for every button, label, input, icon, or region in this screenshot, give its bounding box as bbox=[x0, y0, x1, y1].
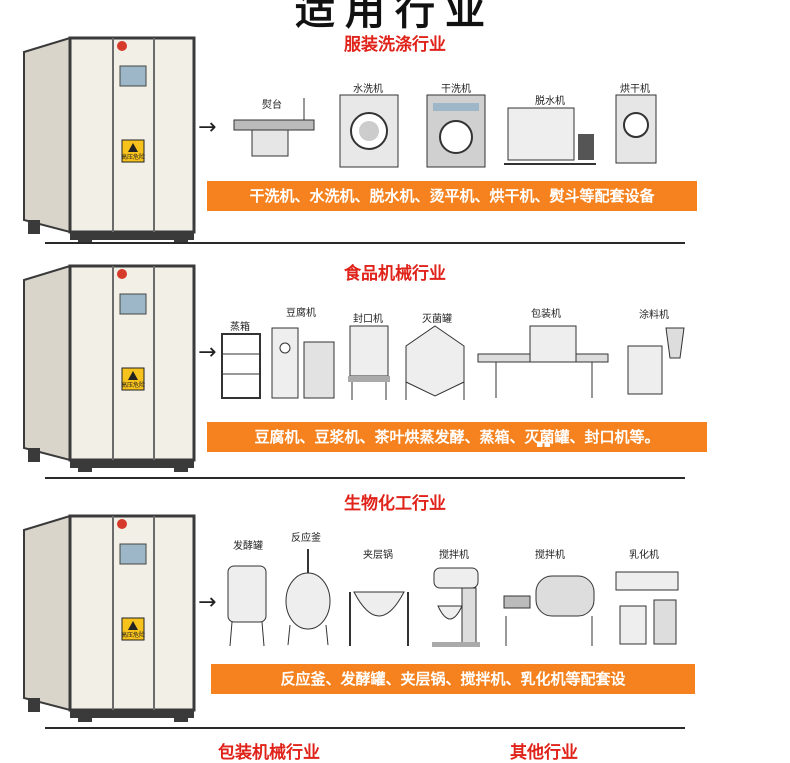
arrow-right-icon: → bbox=[198, 340, 217, 365]
machine-label: 水洗机 bbox=[353, 84, 383, 95]
industry-band-biochem: 反应釜、发酵罐、夹层锅、搅拌机、乳化机等配套设 bbox=[211, 664, 695, 694]
sealing-machine-illustration bbox=[346, 322, 392, 402]
machine-label: 脱水机 bbox=[535, 96, 565, 107]
section-divider bbox=[45, 242, 685, 244]
boiler-cabinet-1: 高压危险 bbox=[18, 30, 198, 245]
section-title-packaging: 包装机械行业 bbox=[218, 743, 320, 763]
machine-label: 反应釜 bbox=[291, 533, 321, 544]
coating-machine-illustration bbox=[624, 318, 688, 402]
spin-dryer-illustration bbox=[500, 104, 600, 170]
machine-label: 包装机 bbox=[531, 309, 561, 320]
section-title-food: 食品机械行业 bbox=[344, 264, 446, 284]
packing-machine-illustration bbox=[476, 318, 610, 402]
section-title-biochem: 生物化工行业 bbox=[344, 494, 446, 514]
ironing-table-illustration bbox=[230, 88, 318, 158]
emulsifier-illustration bbox=[612, 566, 682, 648]
mixer-illustration bbox=[428, 562, 484, 648]
industry-band-food: 豆腐机、豆浆机、茶叶烘蒸发酵、蒸箱、灭菌罐、封口机等。 bbox=[207, 422, 707, 452]
machine-label: 烘干机 bbox=[620, 84, 650, 95]
machine-label: 豆腐机 bbox=[286, 308, 316, 319]
machine-label: 熨台 bbox=[262, 100, 282, 111]
machine-label: 蒸箱 bbox=[230, 322, 250, 333]
warning-label: 高压危险 bbox=[121, 381, 145, 389]
steam-cabinet-illustration bbox=[220, 332, 262, 402]
sterilizer-illustration bbox=[400, 322, 470, 402]
watermark: ▪▪ bbox=[536, 437, 551, 450]
warning-label: 高压危险 bbox=[121, 153, 145, 161]
machine-label: 搅拌机 bbox=[439, 550, 469, 561]
machine-label: 封口机 bbox=[353, 314, 383, 325]
machine-label: 乳化机 bbox=[629, 550, 659, 561]
machine-label: 发酵罐 bbox=[233, 541, 263, 552]
tofu-machine-illustration bbox=[268, 318, 338, 402]
reactor-illustration bbox=[282, 545, 334, 648]
machine-label: 涂料机 bbox=[639, 310, 669, 321]
machine-label: 灭菌罐 bbox=[422, 314, 452, 325]
section-title-other: 其他行业 bbox=[510, 743, 578, 763]
arrow-right-icon: → bbox=[198, 115, 217, 140]
industry-band-laundry: 干洗机、水洗机、脱水机、烫平机、烘干机、熨斗等配套设备 bbox=[207, 181, 697, 211]
washer-illustration bbox=[338, 93, 400, 171]
machine-label: 夹层锅 bbox=[363, 550, 393, 561]
boiler-cabinet-2: 高压危险 bbox=[18, 258, 198, 473]
fermenter-illustration bbox=[222, 552, 272, 648]
jacketed-kettle-illustration bbox=[346, 562, 412, 648]
warning-label: 高压危险 bbox=[121, 631, 145, 639]
section-title-laundry: 服装洗涤行业 bbox=[344, 35, 446, 55]
tumble-dryer-illustration bbox=[614, 93, 658, 165]
section-divider bbox=[45, 727, 685, 729]
arrow-right-icon: → bbox=[198, 590, 217, 615]
horizontal-mixer-illustration bbox=[496, 566, 606, 648]
machine-label: 搅拌机 bbox=[535, 550, 565, 561]
section-divider bbox=[45, 477, 685, 479]
machine-label: 干洗机 bbox=[441, 84, 471, 95]
dry-cleaner-illustration bbox=[425, 93, 487, 171]
boiler-cabinet-3: 高压危险 bbox=[18, 508, 198, 723]
page-title: 适用行业 bbox=[295, 0, 495, 34]
